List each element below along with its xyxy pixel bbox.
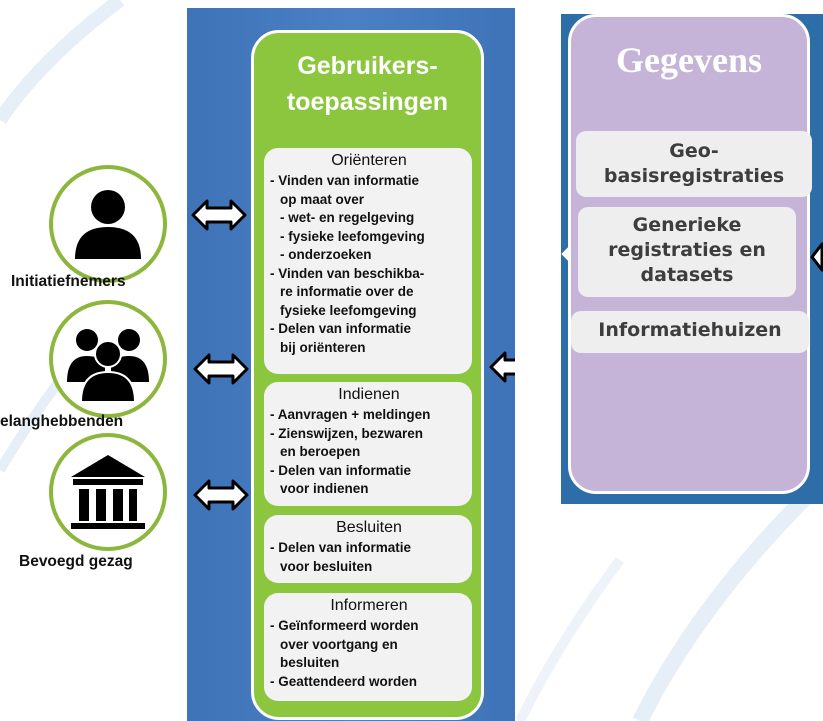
box-line: registraties en: [608, 239, 766, 261]
double-arrow-icon: [191, 199, 247, 231]
section-item: - Delen van informatie: [270, 462, 412, 478]
section-indienen: Indienen - Aanvragen + meldingen - Ziens…: [264, 382, 472, 506]
box-line: Generieke: [632, 214, 742, 236]
arrow-right-edge-icon: [810, 242, 823, 272]
data-box-geo-basisregistraties: Geo- basisregistraties: [576, 131, 812, 197]
section-item: - onderzoeken: [280, 247, 372, 262]
section-item: re informatie over de: [280, 284, 414, 299]
title-line: toepassingen: [286, 88, 449, 116]
arrow-left-icon: [489, 351, 515, 383]
data-panel-title: Gegevens: [616, 40, 762, 80]
person-icon: [49, 165, 167, 283]
user-applications-title: Gebruikers- toepassingen: [253, 48, 482, 120]
group-icon: [49, 300, 167, 418]
section-item: - Geattendeerd worden: [270, 673, 418, 689]
arrow-left-tip-icon: [561, 245, 571, 263]
data-box-informatiehuizen: Informatiehuizen: [571, 311, 809, 353]
section-title: Besluiten: [336, 519, 402, 536]
section-title: Oriënteren: [331, 152, 407, 169]
box-line: datasets: [640, 264, 734, 286]
section-item: - wet- en regelgeving: [280, 210, 415, 225]
data-box-generieke-registraties: Generieke registraties en datasets: [578, 207, 796, 297]
section-title: Indienen: [338, 386, 400, 403]
section-item: en beroepen: [280, 444, 361, 459]
section-item: voor indienen: [280, 481, 369, 496]
actor-label: Initiatiefnemers: [11, 273, 126, 290]
section-item: op maat over: [280, 191, 365, 207]
double-arrow-icon: [193, 353, 249, 385]
section-item: - Delen van informatie: [270, 321, 412, 336]
government-building-icon: [49, 433, 167, 551]
section-item: - Vinden van beschikba-: [270, 265, 425, 281]
section-besluiten: Besluiten - Delen van informatie voor be…: [264, 515, 472, 583]
section-informeren: Informeren - Geïnformeerd worden over vo…: [264, 593, 472, 701]
actor-label: elanghebbenden: [0, 413, 124, 430]
section-item: over voortgang en: [280, 636, 398, 652]
actor-label: Bevoegd gezag: [19, 553, 133, 570]
title-line: Gebruikers-: [297, 52, 438, 80]
section-item: bij oriënteren: [280, 339, 366, 355]
section-item: - Vinden van informatie: [270, 173, 420, 188]
section-item: - Geïnformeerd worden: [270, 618, 419, 633]
section-item: - Delen van informatie: [270, 540, 412, 555]
section-item: - fysieke leefomgeving: [280, 228, 425, 244]
section-item: voor besluiten: [280, 558, 373, 574]
box-line: Geo-: [669, 140, 719, 162]
section-item: - Zienswijzen, bezwaren: [270, 425, 424, 441]
section-orienteren: Oriënteren - Vinden van informatie op ma…: [264, 148, 472, 374]
double-arrow-icon: [193, 479, 249, 511]
section-item: - Aanvragen + meldingen: [270, 407, 431, 422]
box-line: basisregistraties: [603, 165, 785, 187]
section-item: besluiten: [280, 655, 340, 670]
section-title: Informeren: [330, 597, 408, 614]
box-line: Informatiehuizen: [598, 319, 782, 341]
section-item: fysieke leefomgeving: [280, 302, 417, 318]
